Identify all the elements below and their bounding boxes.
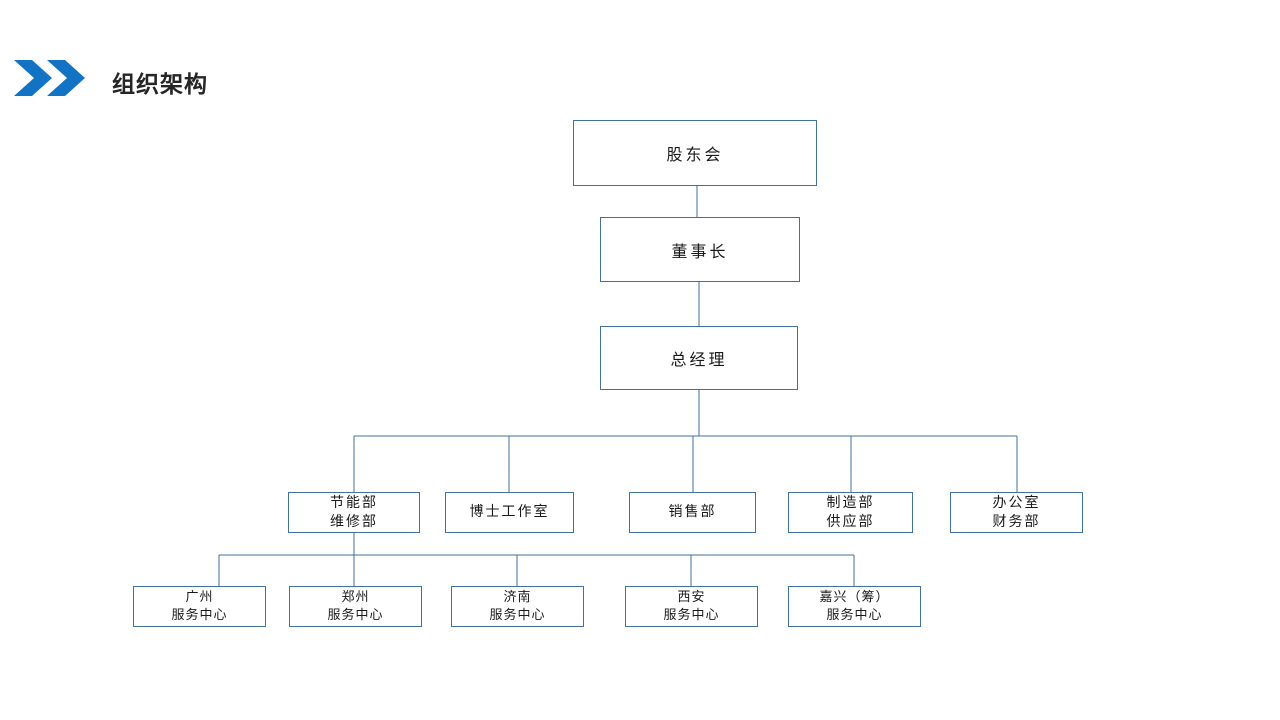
org-node-manufacturing-supply-dept[interactable]: 制造部 供应部 [788, 492, 913, 533]
org-node-doctoral-studio[interactable]: 博士工作室 [445, 492, 574, 533]
org-node-label-line2: 服务中心 [663, 607, 720, 623]
org-node-label-line1: 节能部 [330, 494, 378, 511]
org-node-label-line1: 郑州 [341, 589, 370, 605]
org-node-label-line1: 嘉兴（筹） [819, 589, 890, 605]
org-node-label-line2: 维修部 [330, 513, 378, 530]
org-node-label-line2: 服务中心 [171, 607, 228, 623]
org-node-label-line1: 广州 [185, 589, 214, 605]
org-node-jinan-service-center[interactable]: 济南 服务中心 [451, 586, 584, 627]
org-node-general-manager[interactable]: 总经理 [600, 326, 798, 390]
org-node-label-line2: 服务中心 [489, 607, 546, 623]
org-node-label-line2: 服务中心 [327, 607, 384, 623]
org-node-label-line1: 博士工作室 [469, 504, 550, 520]
org-node-label-line2: 供应部 [826, 513, 875, 530]
page-header: 组织架构 [0, 0, 1280, 120]
org-node-label-line1: 制造部 [826, 494, 875, 511]
org-node-label: 董事长 [671, 241, 729, 261]
org-node-zhengzhou-service-center[interactable]: 郑州 服务中心 [289, 586, 422, 627]
org-node-guangzhou-service-center[interactable]: 广州 服务中心 [133, 586, 266, 627]
org-node-xian-service-center[interactable]: 西安 服务中心 [625, 586, 758, 627]
org-node-label-line1: 销售部 [668, 504, 717, 520]
org-node-label: 股东会 [666, 145, 724, 164]
org-node-label-line1: 西安 [677, 589, 706, 605]
double-chevron-right-icon [14, 58, 86, 98]
org-node-label-line1: 济南 [503, 589, 532, 605]
org-node-jiaxing-service-center[interactable]: 嘉兴（筹） 服务中心 [788, 586, 921, 627]
org-node-label-line2: 服务中心 [826, 607, 883, 623]
org-node-label-line1: 办公室 [992, 494, 1041, 511]
org-node-energy-maintenance-dept[interactable]: 节能部 维修部 [288, 492, 420, 533]
org-node-chairman[interactable]: 董事长 [600, 217, 800, 282]
org-node-shareholders[interactable]: 股东会 [573, 120, 817, 186]
org-node-sales-dept[interactable]: 销售部 [629, 492, 756, 533]
page-title: 组织架构 [112, 72, 208, 98]
org-node-label-line2: 财务部 [992, 513, 1041, 530]
org-node-office-finance-dept[interactable]: 办公室 财务部 [950, 492, 1083, 533]
org-node-label: 总经理 [670, 350, 728, 369]
